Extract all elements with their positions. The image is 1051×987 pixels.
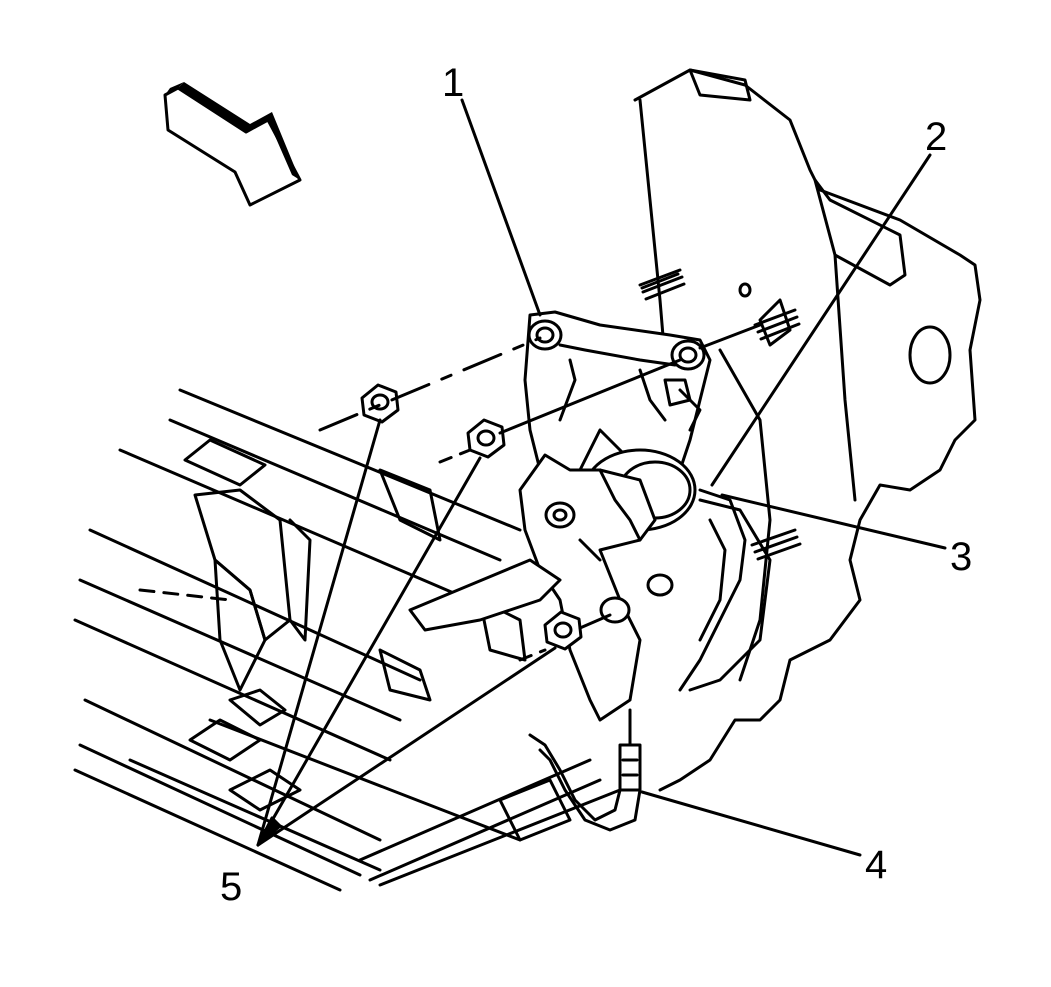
nut-middle: [466, 418, 506, 459]
nut-upper-left: [360, 383, 400, 424]
forward-direction-arrow-icon: [163, 82, 302, 207]
callout-2: 2: [925, 115, 947, 159]
leader-1: [460, 98, 542, 317]
callout-4: 4: [865, 843, 887, 887]
floor-pan-structure: [73, 388, 622, 892]
callout-leaders: [256, 98, 947, 857]
leader-2: [710, 153, 932, 487]
callout-5: 5: [220, 865, 242, 909]
callout-labels: 1 2 3 4 5: [220, 61, 972, 909]
alignment-lines: [318, 323, 762, 662]
parking-brake-mounting-bracket: [523, 310, 712, 482]
mounting-studs: [638, 268, 802, 561]
leader-5a: [256, 418, 382, 847]
callout-3: 3: [950, 535, 972, 579]
callout-1: 1: [442, 61, 464, 105]
nut-lower: [543, 610, 583, 651]
leader-5c: [256, 646, 557, 847]
leader-4: [640, 790, 862, 857]
leader-3: [720, 493, 947, 550]
leader-5b: [256, 456, 482, 847]
mounting-nuts: [360, 383, 583, 651]
parking-brake-lever-assembly: [408, 448, 747, 832]
